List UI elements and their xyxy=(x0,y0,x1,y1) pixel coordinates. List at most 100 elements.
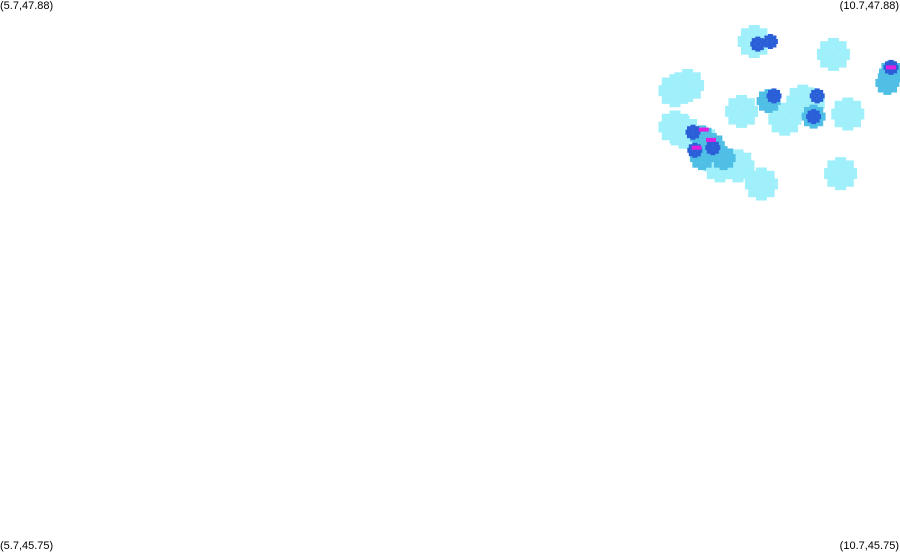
precipitation-pixel xyxy=(713,148,719,154)
precipitation-pixel xyxy=(806,114,812,120)
precipitation-pixel xyxy=(816,48,828,60)
precipitation-pixel xyxy=(768,89,773,95)
precipitation-pixel xyxy=(877,73,886,82)
precipitation-pixel xyxy=(768,113,780,125)
precipitation-pixel xyxy=(706,141,712,147)
precipitation-pixel xyxy=(658,85,670,97)
precipitation-pixel xyxy=(767,34,773,39)
precipitation-pixel xyxy=(768,96,773,102)
precipitation-pixel xyxy=(694,126,699,132)
precipitation-pixel xyxy=(691,145,696,150)
precipitation-pixel xyxy=(750,41,756,47)
precipitation-pixel xyxy=(775,96,780,102)
precipitation-pixel xyxy=(698,162,706,171)
precipitation-pixel xyxy=(712,137,716,142)
precipitation-pixel xyxy=(892,61,897,67)
precipitation-pixel xyxy=(766,93,772,99)
precipitation-pixel xyxy=(743,113,755,125)
precipitation-pixel xyxy=(690,154,698,163)
precipitation-pixel xyxy=(891,78,900,87)
precipitation-pixel xyxy=(748,186,760,198)
precipitation-pixel xyxy=(725,105,737,117)
precipitation-pixel xyxy=(694,133,699,139)
precipitation-pixel xyxy=(764,35,770,41)
precipitation-pixel xyxy=(807,117,813,123)
precipitation-pixel xyxy=(817,112,826,121)
precipitation-pixel xyxy=(888,59,894,65)
precipitation-cell-extreme xyxy=(706,137,716,142)
precipitation-pixel xyxy=(716,141,725,150)
precipitation-pixel xyxy=(789,87,801,99)
precipitation-pixel xyxy=(748,25,760,36)
precipitation-pixel xyxy=(760,41,766,47)
precipitation-pixel xyxy=(811,119,817,125)
precipitation-pixel xyxy=(827,160,839,172)
precipitation-pixel xyxy=(680,121,692,133)
precipitation-pixel xyxy=(883,86,892,95)
precipitation-pixel xyxy=(819,93,825,99)
precipitation-pixel xyxy=(658,121,670,133)
precipitation-pixel xyxy=(669,110,681,122)
precipitation-pixel xyxy=(755,36,761,42)
precipitation-pixel xyxy=(706,168,718,180)
precipitation-pixel xyxy=(692,147,698,153)
precipitation-pixel xyxy=(809,120,818,129)
precipitation-pixel xyxy=(728,98,740,110)
precipitation-pixel xyxy=(827,59,839,71)
precipitation-pixel xyxy=(671,80,683,91)
precipitation-pixel xyxy=(834,100,846,112)
precipitation-pixel xyxy=(744,178,756,190)
precipitation-cell-heavy xyxy=(687,142,703,158)
precipitation-pixel xyxy=(736,116,748,128)
precipitation-pixel xyxy=(682,91,694,102)
precipitation-pixel xyxy=(816,114,822,120)
precipitation-pixel xyxy=(689,87,701,99)
precipitation-pixel xyxy=(732,160,744,172)
precipitation-pixel xyxy=(853,108,865,120)
precipitation-pixel xyxy=(743,98,755,110)
precipitation-pixel xyxy=(886,65,890,70)
precipitation-pixel xyxy=(889,73,897,82)
precipitation-pixel xyxy=(677,113,689,125)
precipitation-pixel xyxy=(895,68,900,77)
precipitation-pixel xyxy=(842,97,854,109)
precipitation-pixel xyxy=(764,42,770,48)
precipitation-pixel xyxy=(770,102,779,111)
precipitation-cell-light xyxy=(816,37,850,71)
precipitation-pixel xyxy=(695,129,701,135)
precipitation-pixel xyxy=(694,145,699,150)
precipitation-pixel xyxy=(669,121,681,133)
precipitation-cell-light xyxy=(824,157,858,191)
precipitation-pixel xyxy=(685,137,697,148)
precipitation-pixel xyxy=(747,105,759,117)
precipitation-pixel xyxy=(727,154,736,163)
precipitation-pixel xyxy=(776,93,782,99)
precipitation-pixel xyxy=(846,168,858,180)
precipitation-pixel xyxy=(692,152,698,158)
precipitation-cell-moderate xyxy=(875,70,900,95)
precipitation-pixel xyxy=(714,135,723,144)
precipitation-pixel xyxy=(814,110,820,116)
precipitation-pixel xyxy=(892,65,896,70)
precipitation-pixel xyxy=(755,178,767,190)
precipitation-pixel xyxy=(818,96,824,102)
corner-coordinate-top-right: (10.7,47.88) xyxy=(839,0,899,12)
precipitation-pixel xyxy=(692,159,701,168)
precipitation-pixel xyxy=(704,127,709,132)
precipitation-pixel xyxy=(703,159,712,168)
precipitation-pixel xyxy=(710,145,716,151)
precipitation-pixel xyxy=(705,145,711,151)
precipitation-pixel xyxy=(814,88,820,94)
precipitation-pixel xyxy=(771,35,777,41)
precipitation-pixel xyxy=(732,149,744,161)
precipitation-pixel xyxy=(698,133,706,142)
precipitation-pixel xyxy=(719,146,728,155)
precipitation-cell-heavy xyxy=(685,124,701,140)
precipitation-pixel xyxy=(736,105,748,117)
precipitation-pixel xyxy=(686,119,698,130)
precipitation-pixel xyxy=(678,137,690,149)
precipitation-pixel xyxy=(687,147,693,153)
precipitation-pixel xyxy=(701,127,706,132)
